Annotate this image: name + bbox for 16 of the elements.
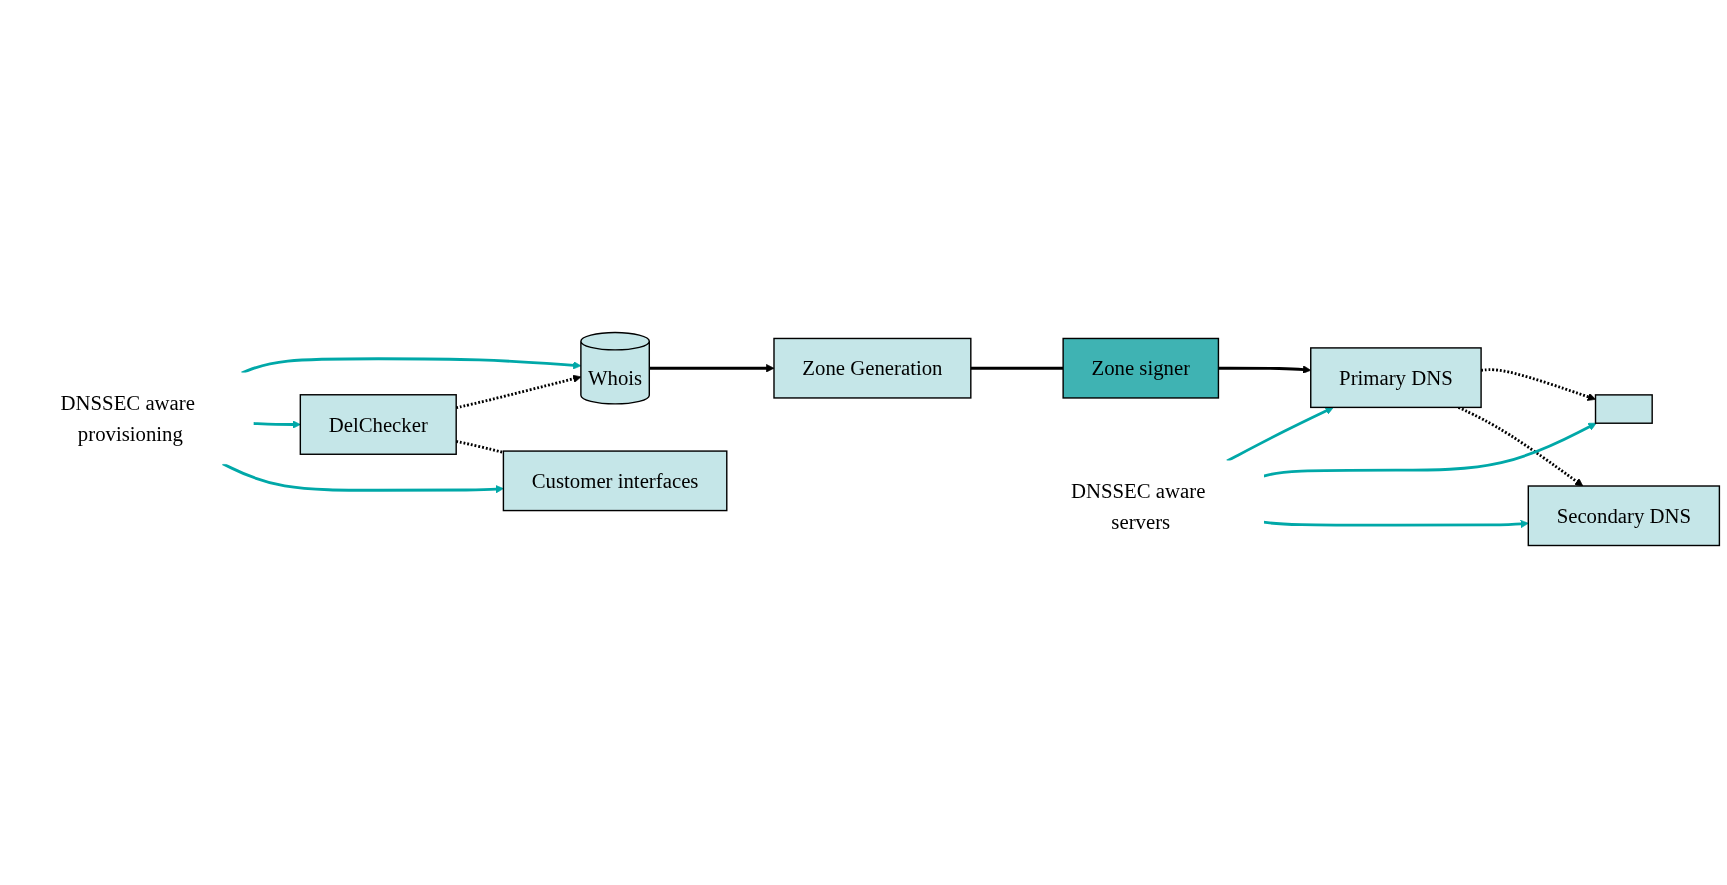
arrow: [1226, 407, 1334, 463]
arrow: [1457, 406, 1584, 487]
node-box: DelChecker: [299, 394, 457, 456]
node-box: Secondary DNS: [1527, 485, 1721, 547]
node-box: Zone signer: [1062, 338, 1220, 400]
node-box: Primary DNS: [1310, 347, 1482, 409]
node-text: DNSSEC aware provisioning: [60, 391, 195, 447]
arrow: [241, 357, 582, 375]
node-box: Customer interfaces: [502, 450, 728, 512]
node-box: [1594, 394, 1653, 425]
connector: [970, 367, 1064, 371]
node-text: DNSSEC aware servers: [1070, 479, 1206, 535]
arrow: [253, 420, 301, 430]
node-box: Zone Generation: [773, 338, 972, 400]
arrow: [1263, 520, 1529, 529]
arrow: [1263, 423, 1597, 478]
